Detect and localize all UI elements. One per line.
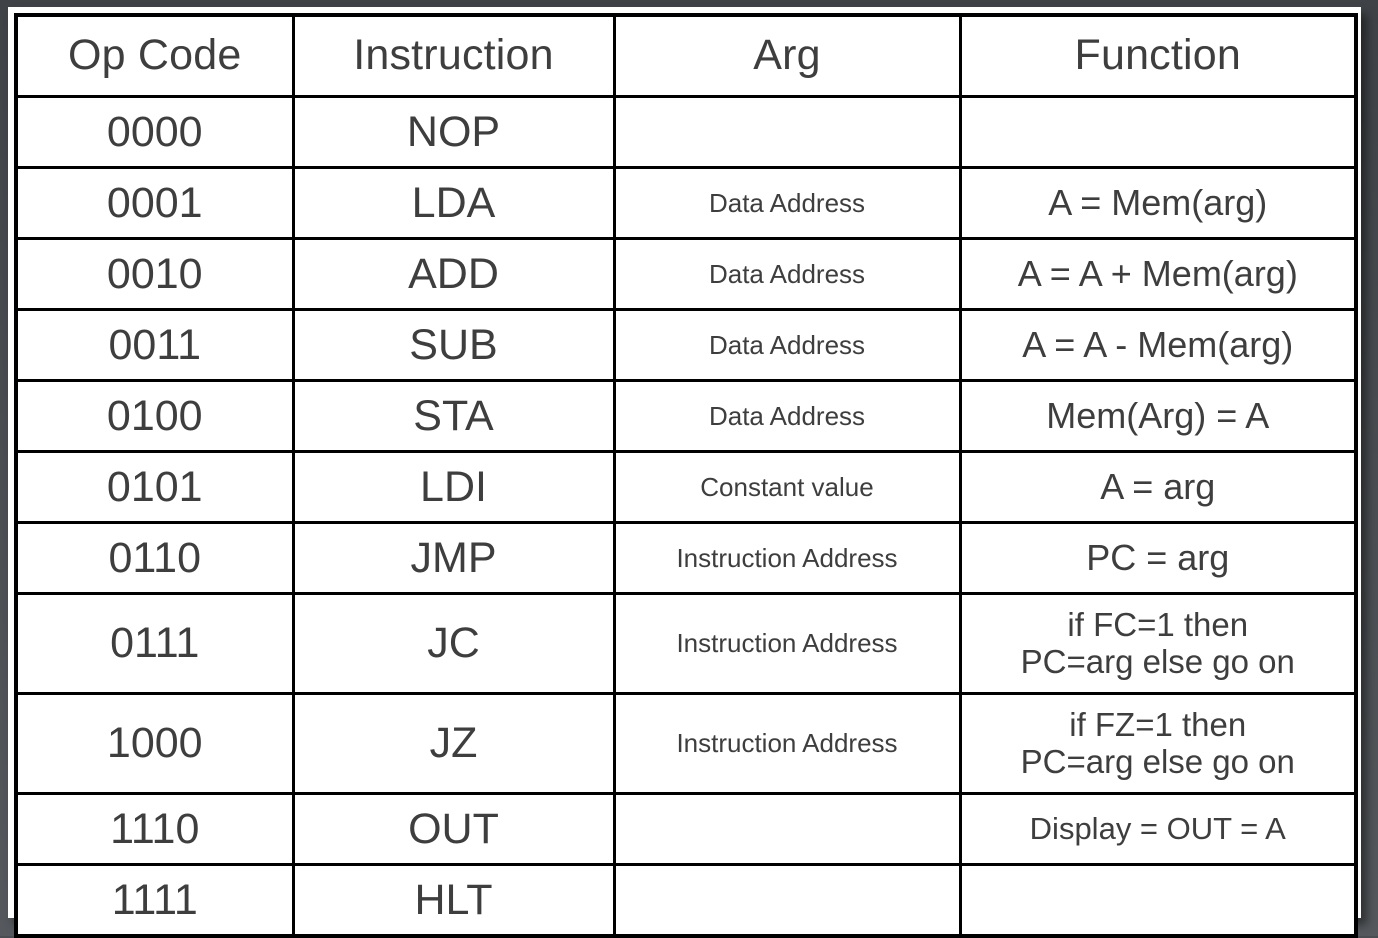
cell-function: A = arg: [960, 452, 1356, 523]
cell-function: A = Mem(arg): [960, 168, 1356, 239]
table-row: 1000 JZ Instruction Address if FZ=1 then…: [16, 694, 1356, 794]
cell-opcode: 0011: [16, 310, 293, 381]
cell-arg: [614, 794, 960, 865]
table-header: Op Code Instruction Arg Function: [16, 15, 1356, 97]
table-row: 0010 ADD Data Address A = A + Mem(arg): [16, 239, 1356, 310]
cell-function: if FZ=1 then PC=arg else go on: [960, 694, 1356, 794]
table-row: 0000 NOP: [16, 97, 1356, 168]
cell-function: Display = OUT = A: [960, 794, 1356, 865]
cell-instruction: SUB: [293, 310, 614, 381]
cell-arg: [614, 97, 960, 168]
cell-instruction: JZ: [293, 694, 614, 794]
column-header-instruction: Instruction: [293, 15, 614, 97]
table-row: 0100 STA Data Address Mem(Arg) = A: [16, 381, 1356, 452]
cell-opcode: 0110: [16, 523, 293, 594]
table-row: 1110 OUT Display = OUT = A: [16, 794, 1356, 865]
cell-arg: Data Address: [614, 310, 960, 381]
cell-instruction: NOP: [293, 97, 614, 168]
cell-opcode: 0111: [16, 594, 293, 694]
table-row: 0101 LDI Constant value A = arg: [16, 452, 1356, 523]
cell-opcode: 0010: [16, 239, 293, 310]
cell-instruction: STA: [293, 381, 614, 452]
cell-arg: [614, 865, 960, 937]
cell-opcode: 1111: [16, 865, 293, 937]
cell-arg: Instruction Address: [614, 694, 960, 794]
cell-function: PC = arg: [960, 523, 1356, 594]
cell-arg: Data Address: [614, 168, 960, 239]
cell-instruction: ADD: [293, 239, 614, 310]
column-header-arg: Arg: [614, 15, 960, 97]
header-row: Op Code Instruction Arg Function: [16, 15, 1356, 97]
cell-opcode: 0100: [16, 381, 293, 452]
cell-opcode: 1110: [16, 794, 293, 865]
cell-opcode: 0001: [16, 168, 293, 239]
table-row: 0001 LDA Data Address A = Mem(arg): [16, 168, 1356, 239]
cell-opcode: 1000: [16, 694, 293, 794]
cell-opcode: 0000: [16, 97, 293, 168]
cell-instruction: LDI: [293, 452, 614, 523]
cell-function: if FC=1 then PC=arg else go on: [960, 594, 1356, 694]
cell-function: [960, 865, 1356, 937]
cell-instruction: OUT: [293, 794, 614, 865]
column-header-opcode: Op Code: [16, 15, 293, 97]
cell-function: A = A - Mem(arg): [960, 310, 1356, 381]
table-row: 0110 JMP Instruction Address PC = arg: [16, 523, 1356, 594]
cell-arg: Instruction Address: [614, 594, 960, 694]
cell-arg: Data Address: [614, 381, 960, 452]
cell-instruction: JMP: [293, 523, 614, 594]
cell-instruction: JC: [293, 594, 614, 694]
table-row: 0111 JC Instruction Address if FC=1 then…: [16, 594, 1356, 694]
table-row: 1111 HLT: [16, 865, 1356, 937]
cell-function: [960, 97, 1356, 168]
cell-function: Mem(Arg) = A: [960, 381, 1356, 452]
cell-arg: Instruction Address: [614, 523, 960, 594]
table-row: 0011 SUB Data Address A = A - Mem(arg): [16, 310, 1356, 381]
opcode-instruction-table: Op Code Instruction Arg Function 0000 NO…: [14, 13, 1358, 938]
table-frame: Op Code Instruction Arg Function 0000 NO…: [8, 7, 1361, 918]
cell-instruction: HLT: [293, 865, 614, 937]
table-body: 0000 NOP 0001 LDA Data Address A = Mem(a…: [16, 97, 1356, 937]
column-header-function: Function: [960, 15, 1356, 97]
cell-arg: Constant value: [614, 452, 960, 523]
cell-instruction: LDA: [293, 168, 614, 239]
cell-arg: Data Address: [614, 239, 960, 310]
cell-opcode: 0101: [16, 452, 293, 523]
cell-function: A = A + Mem(arg): [960, 239, 1356, 310]
